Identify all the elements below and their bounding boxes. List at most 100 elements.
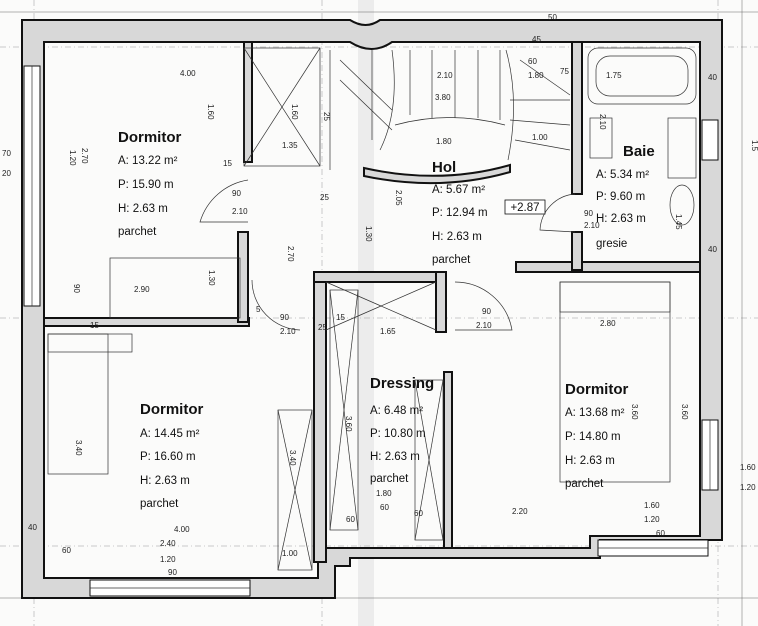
- dimension-label: 3.80: [435, 93, 451, 102]
- room-name: Dressing: [370, 375, 434, 392]
- dimension-label: 1.65: [380, 327, 396, 336]
- dimension-label: 2.70: [286, 246, 295, 262]
- dimension-label: 15: [336, 313, 345, 322]
- dimension-label: 15: [90, 321, 99, 330]
- room-name: Dormitor: [565, 381, 628, 398]
- dimension-label: 1.20: [644, 515, 660, 524]
- room-perimeter: P: 9.60 m: [596, 191, 645, 203]
- room-perimeter: P: 12.94 m: [432, 207, 488, 219]
- room-area: A: 5.67 m²: [432, 184, 485, 196]
- dimension-label: 2.10: [232, 207, 248, 216]
- dimension-label: 3.60: [630, 404, 639, 420]
- room-floor: parchet: [565, 478, 604, 490]
- room-perimeter: P: 10.80 m: [370, 428, 426, 440]
- dimension-label: 1.20: [160, 555, 176, 564]
- room-hol: Hol A: 5.67 m² P: 12.94 m H: 2.63 m parc…: [432, 159, 488, 266]
- room-name: Baie: [623, 143, 655, 160]
- room-height: H: 2.63 m: [140, 475, 190, 487]
- dimension-label: 1.60: [206, 104, 215, 120]
- room-area: A: 13.22 m²: [118, 155, 178, 167]
- dimension-label: 1.30: [364, 226, 373, 242]
- room-perimeter: P: 14.80 m: [565, 431, 621, 443]
- dimension-label: 90: [72, 284, 81, 293]
- dimension-label: 2.40: [160, 539, 176, 548]
- room-floor: gresie: [596, 238, 627, 250]
- dimension-label: 3.60: [344, 416, 353, 432]
- closet-nw: [243, 47, 321, 167]
- dimension-label: 2.10: [280, 327, 296, 336]
- room-area: A: 13.68 m²: [565, 407, 625, 419]
- room-height: H: 2.63 m: [432, 231, 482, 243]
- dimension-label: 45: [532, 35, 541, 44]
- level-marker: +2.87: [510, 202, 539, 214]
- dimension-label: 1.80: [436, 137, 452, 146]
- dimension-label: 4.00: [174, 525, 190, 534]
- dimension-labels: 4.00 1.60 1.60 1.35 2.70 1.20 90 2.10 2.…: [2, 13, 758, 577]
- room-area: A: 14.45 m²: [140, 428, 200, 440]
- dimension-label: 60: [62, 546, 71, 555]
- dimension-label: 90: [168, 568, 177, 577]
- room-height: H: 2.63 m: [118, 203, 168, 215]
- dimension-label: 1.5: [750, 140, 758, 152]
- room-area: A: 6.48 m²: [370, 405, 423, 417]
- dimension-label: 3.60: [680, 404, 689, 420]
- dimension-label: 90: [232, 189, 241, 198]
- dimension-label: 2.80: [600, 319, 616, 328]
- dimension-label: 50: [548, 13, 557, 22]
- dimension-label: 60: [528, 57, 537, 66]
- dimension-label: 1.00: [532, 133, 548, 142]
- dimension-label: 75: [560, 67, 569, 76]
- dimension-label: 25: [322, 112, 331, 121]
- room-floor: parchet: [140, 498, 179, 510]
- dimension-label: 5: [256, 305, 261, 314]
- dimension-label: 90: [280, 313, 289, 322]
- dimension-label: 90: [584, 209, 593, 218]
- level-marker-box: [504, 199, 546, 215]
- room-name: Dormitor: [118, 129, 181, 146]
- dimension-label: 40: [708, 245, 717, 254]
- dimension-label: 2.90: [134, 285, 150, 294]
- dimension-label: 1.75: [606, 71, 622, 80]
- dimension-label: 1.30: [207, 270, 216, 286]
- exterior-walls: [21, 19, 723, 599]
- windows: [23, 65, 719, 597]
- dimension-label: 25: [318, 323, 327, 332]
- room-area: A: 5.34 m²: [596, 169, 649, 181]
- furniture: [47, 257, 671, 571]
- room-floor: parchet: [118, 226, 157, 238]
- dimension-label: 1.60: [290, 104, 299, 120]
- room-floor: parchet: [432, 254, 471, 266]
- room-name: Hol: [432, 159, 456, 176]
- room-dormitor-se: Dormitor A: 13.68 m² P: 14.80 m H: 2.63 …: [565, 381, 628, 490]
- dimension-label: 1.60: [740, 463, 756, 472]
- dimension-label: 2.20: [512, 507, 528, 516]
- dimension-label: 25: [320, 193, 329, 202]
- dimension-label: 2.05: [394, 190, 403, 206]
- dimension-label: 1.00: [282, 549, 298, 558]
- room-dormitor-sw: Dormitor A: 14.45 m² P: 16.60 m H: 2.63 …: [140, 401, 203, 510]
- dimension-label: 1.20: [68, 150, 77, 166]
- dimension-label: 3.40: [288, 450, 297, 466]
- dimension-label: 3.40: [74, 440, 83, 456]
- dimension-label: 1.80: [528, 71, 544, 80]
- dimension-label: 2.10: [437, 71, 453, 80]
- dimension-label: 15: [223, 159, 232, 168]
- dimension-label: 60: [346, 515, 355, 524]
- room-dormitor-nw: Dormitor A: 13.22 m² P: 15.90 m H: 2.63 …: [118, 129, 181, 238]
- dimension-label: 60: [414, 509, 423, 518]
- room-height: H: 2.63 m: [596, 213, 646, 225]
- paper-crease: [358, 0, 374, 626]
- room-height: H: 2.63 m: [565, 455, 615, 467]
- dimension-label: 60: [380, 503, 389, 512]
- dimension-label: 2.70: [80, 148, 89, 164]
- dimension-label: 60: [656, 529, 665, 538]
- room-perimeter: P: 15.90 m: [118, 179, 174, 191]
- dimension-label: 40: [708, 73, 717, 82]
- dimension-label: 20: [2, 169, 11, 178]
- room-name: Dormitor: [140, 401, 203, 418]
- dimension-label: 1.80: [376, 489, 392, 498]
- room-floor: parchet: [370, 473, 409, 485]
- dimension-label: 4.00: [180, 69, 196, 78]
